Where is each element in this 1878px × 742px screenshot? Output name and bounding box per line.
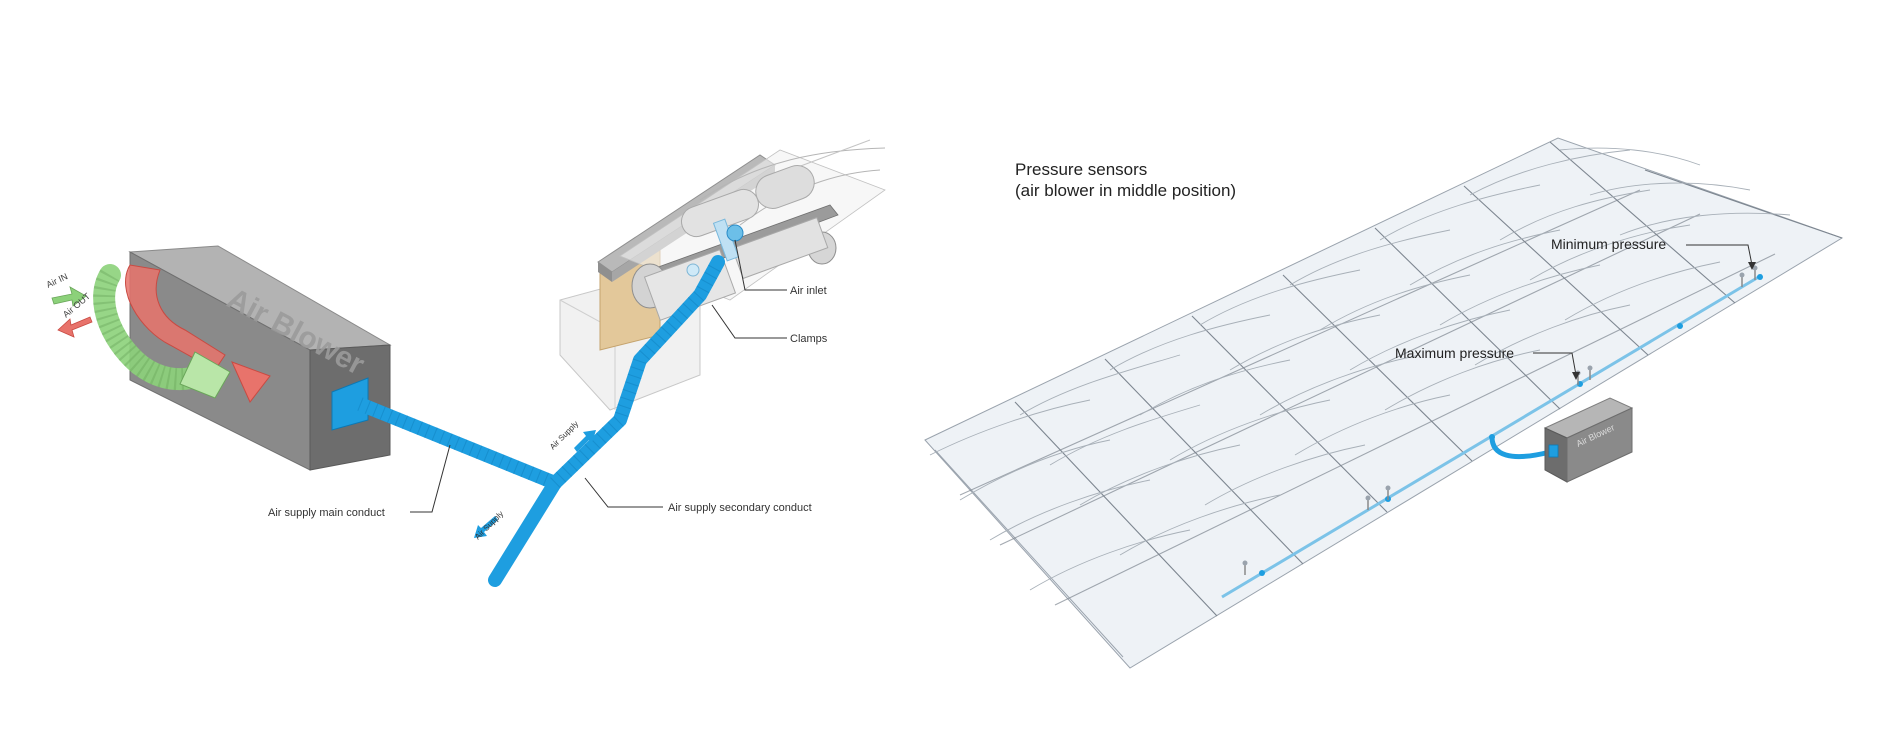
left-callouts: Air inlet Clamps Air supply main conduct…: [268, 239, 828, 519]
right-callouts: Minimum pressure Maximum pressure: [1395, 236, 1756, 380]
air-supply-diagram: Air Blower Air IN Air OUT Air: [45, 139, 886, 587]
airflow-arrows: Air IN Air OUT: [45, 271, 93, 338]
air-in-label: Air IN: [45, 271, 70, 290]
air-supply-label-lower: Air Supply: [473, 509, 505, 541]
maximum-pressure-label: Maximum pressure: [1395, 345, 1514, 361]
air-supply-label-upper: Air Supply: [548, 419, 580, 451]
cushion-panels: [924, 137, 1844, 669]
pressure-sensors-subtitle: (air blower in middle position): [1015, 181, 1236, 200]
blower-unit: Air Blower: [1489, 397, 1634, 483]
air-in-hose: [93, 264, 231, 399]
pressure-sensors-diagram: Pressure sensors (air blower in middle p…: [924, 137, 1844, 669]
clamps-label: Clamps: [790, 333, 828, 345]
pressure-sensors-title: Pressure sensors: [1015, 160, 1147, 179]
air-blower-box: Air Blower: [125, 245, 392, 471]
air-inlet-label: Air inlet: [790, 285, 827, 297]
main-conduct-label: Air supply main conduct: [268, 507, 385, 519]
air-supply-ducts: Air Supply Air Supply: [353, 255, 725, 587]
roof-gutter-assembly: [559, 139, 886, 411]
secondary-conduct-label: Air supply secondary conduct: [668, 502, 812, 514]
minimum-pressure-label: Minimum pressure: [1551, 236, 1666, 252]
